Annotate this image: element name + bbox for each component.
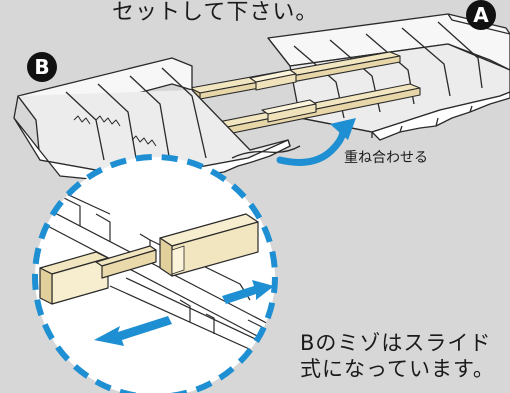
slide-direction-arrows <box>94 280 274 346</box>
tray-a <box>267 13 510 141</box>
overlap-label: 重ね合わせる <box>344 150 428 166</box>
badge-a-letter: A <box>473 3 489 27</box>
instruction-text: セットして下さい。 <box>112 0 319 25</box>
tray-b <box>13 57 301 191</box>
detail-zoom-view <box>32 154 278 393</box>
caption-line-1: Bのミゾはスライド <box>300 331 492 355</box>
caption-line-2: 式になっています。 <box>300 357 495 381</box>
badge-b-letter: B <box>34 55 49 79</box>
badge-b: B <box>27 52 57 82</box>
overlap-arrow <box>276 118 356 166</box>
badge-a: A <box>466 0 496 30</box>
